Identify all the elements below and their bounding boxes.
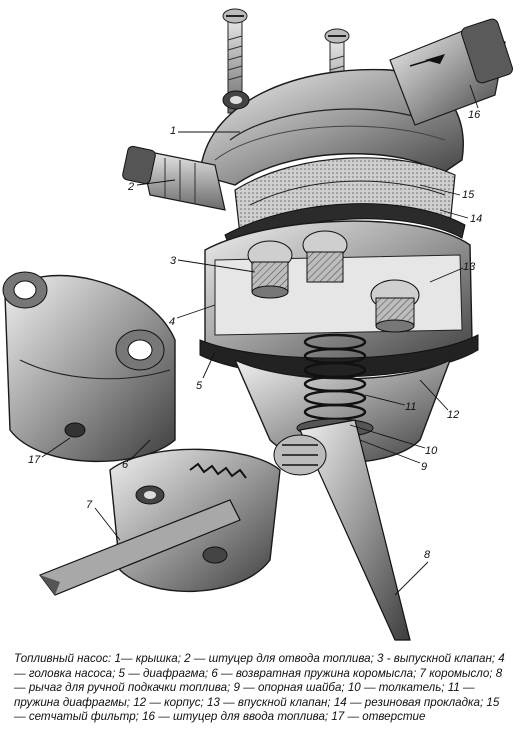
rocker-arm [39, 499, 241, 596]
callout-8: 8 [424, 549, 431, 561]
callout-17: 17 [28, 454, 41, 466]
callout-2: 2 [127, 181, 134, 193]
figure-caption: Топливный насос: 1— крышка; 2 — штуцер д… [14, 652, 505, 724]
detached-pump-head [2, 271, 176, 463]
callout-leaders [41, 84, 479, 596]
callout-10: 10 [425, 445, 438, 457]
middle-valve [302, 230, 348, 283]
callout-13: 13 [463, 261, 476, 273]
callout-5: 5 [196, 380, 203, 392]
fuel-pump-illustration: 1 2 3 4 5 6 7 8 9 10 11 12 13 14 15 16 1… [2, 8, 513, 641]
callout-15: 15 [462, 189, 475, 201]
callout-labels: 1 2 3 4 5 6 7 8 9 10 11 12 13 14 15 16 1… [28, 109, 482, 561]
inlet-fitting [389, 18, 513, 126]
priming-lever [273, 419, 411, 641]
callout-6: 6 [122, 459, 129, 471]
callout-7: 7 [86, 499, 93, 511]
inlet-valve [370, 279, 420, 333]
pump-cover [199, 68, 464, 186]
callout-3: 3 [170, 255, 177, 267]
callout-1: 1 [170, 125, 176, 137]
outlet-valve [247, 240, 293, 299]
top-screw-left [222, 8, 248, 114]
callout-11: 11 [405, 401, 416, 413]
callout-4: 4 [169, 316, 175, 328]
rocker-return-spring [189, 462, 247, 479]
callout-16: 16 [468, 109, 481, 121]
callout-14: 14 [470, 213, 482, 225]
callout-12: 12 [447, 409, 459, 421]
outlet-fitting [122, 145, 226, 211]
callout-9: 9 [421, 461, 427, 473]
